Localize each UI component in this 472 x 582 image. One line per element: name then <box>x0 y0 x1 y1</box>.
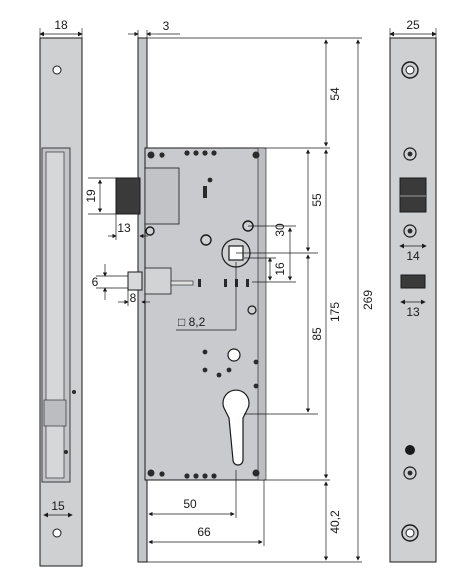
case-dot-icon <box>226 367 232 373</box>
dim-spindle-square: □ 8,2 <box>178 315 206 329</box>
dim-faceplate-thickness: 3 <box>163 19 170 33</box>
faceplate-screw-bottom-inner-icon <box>405 528 415 538</box>
case-dot-icon <box>253 383 259 389</box>
left-screw-bottom-icon <box>52 528 62 538</box>
case-slot <box>203 186 207 198</box>
case-screw-icon <box>200 234 212 246</box>
case-dot-icon <box>193 473 199 479</box>
left-screw-top-icon <box>52 65 62 75</box>
dim-spindle-to-ref: 30 <box>273 223 287 237</box>
case-pin-icon <box>207 177 213 183</box>
case-dot-icon <box>159 471 165 477</box>
dim-spindle-to-bottom: 175 <box>328 302 342 322</box>
case-screw-icon <box>147 469 155 477</box>
case-screw-mid-icon <box>145 226 155 236</box>
left-inner-channel <box>45 151 65 479</box>
case-screw-icon <box>252 469 260 477</box>
deadbolt-housing <box>144 267 172 295</box>
latch-housing <box>144 167 180 225</box>
case-dot-icon <box>216 372 222 378</box>
faceplate-screw-icon <box>407 151 413 157</box>
case-slot <box>235 279 238 287</box>
case-dot-icon <box>193 150 199 156</box>
case-dot-icon <box>202 349 208 355</box>
dim-left-plate-bottom-width: 15 <box>51 499 65 513</box>
faceplate-screw-top-inner-icon <box>405 65 415 75</box>
dim-case-depth: 66 <box>197 525 211 539</box>
case-dot-icon <box>184 150 190 156</box>
deadbolt-rail <box>170 280 194 286</box>
case-dot-icon <box>211 150 217 156</box>
dim-left-plate-width: 18 <box>54 18 68 32</box>
deadbolt <box>127 271 143 291</box>
case-slot <box>198 279 201 287</box>
dim-bolt-slot-width: 13 <box>406 305 420 319</box>
dim-backset: 50 <box>183 497 197 511</box>
right-faceplate-view: 25 14 13 <box>389 18 437 563</box>
left-latch-side <box>43 399 67 427</box>
dim-bottom-offset: 40,2 <box>328 510 342 534</box>
dim-right-plate-width: 25 <box>406 18 420 32</box>
front-view <box>115 37 267 563</box>
euro-cylinder-cutout <box>222 389 250 466</box>
dim-latch-slot-width: 14 <box>406 249 420 263</box>
case-hole-icon <box>227 348 241 362</box>
left-mid-hole-icon <box>72 390 76 394</box>
dim-latch-to-spindle: 55 <box>310 193 324 207</box>
dim-deadbolt-height: 6 <box>92 275 99 289</box>
case-dot-icon <box>253 359 259 365</box>
case-slot <box>246 279 249 287</box>
case-slot <box>224 279 227 287</box>
front-dimension-labels: 3 54 55 175 85 269 40,2 30 16 19 13 6 8 … <box>84 19 375 539</box>
left-mid-hole2-icon <box>64 450 68 454</box>
dim-latch-height: 19 <box>84 189 98 203</box>
case-dot-icon <box>202 367 208 373</box>
case-screw-icon <box>247 305 257 315</box>
case-dot-icon <box>211 473 217 479</box>
dim-deadbolt-projection: 8 <box>130 291 137 305</box>
faceplate-latch-slot <box>399 177 427 213</box>
lock-case-edge <box>257 147 267 481</box>
right-faceplate <box>389 37 437 563</box>
faceplate-bolt-slot <box>400 274 426 289</box>
case-dot-icon <box>202 473 208 479</box>
case-dot-icon <box>184 473 190 479</box>
dim-backset-to-cylinder: 85 <box>310 327 324 341</box>
case-dot-icon <box>159 152 165 158</box>
left-side-view: 18 15 <box>39 18 83 567</box>
case-screw-icon <box>252 151 260 159</box>
dim-latch-projection: 13 <box>117 221 131 235</box>
faceplate-cylinder-hole-icon <box>405 445 415 455</box>
latch-bolt <box>115 177 141 215</box>
faceplate-screw-icon <box>407 470 413 476</box>
front-dimensions <box>88 30 362 563</box>
dim-small-offset: 16 <box>273 262 287 276</box>
dim-top-offset: 54 <box>328 87 342 101</box>
case-dot-icon <box>202 150 208 156</box>
dim-total-height: 269 <box>361 290 375 310</box>
case-screw-icon <box>147 151 155 159</box>
faceplate-screw-icon <box>407 228 413 234</box>
